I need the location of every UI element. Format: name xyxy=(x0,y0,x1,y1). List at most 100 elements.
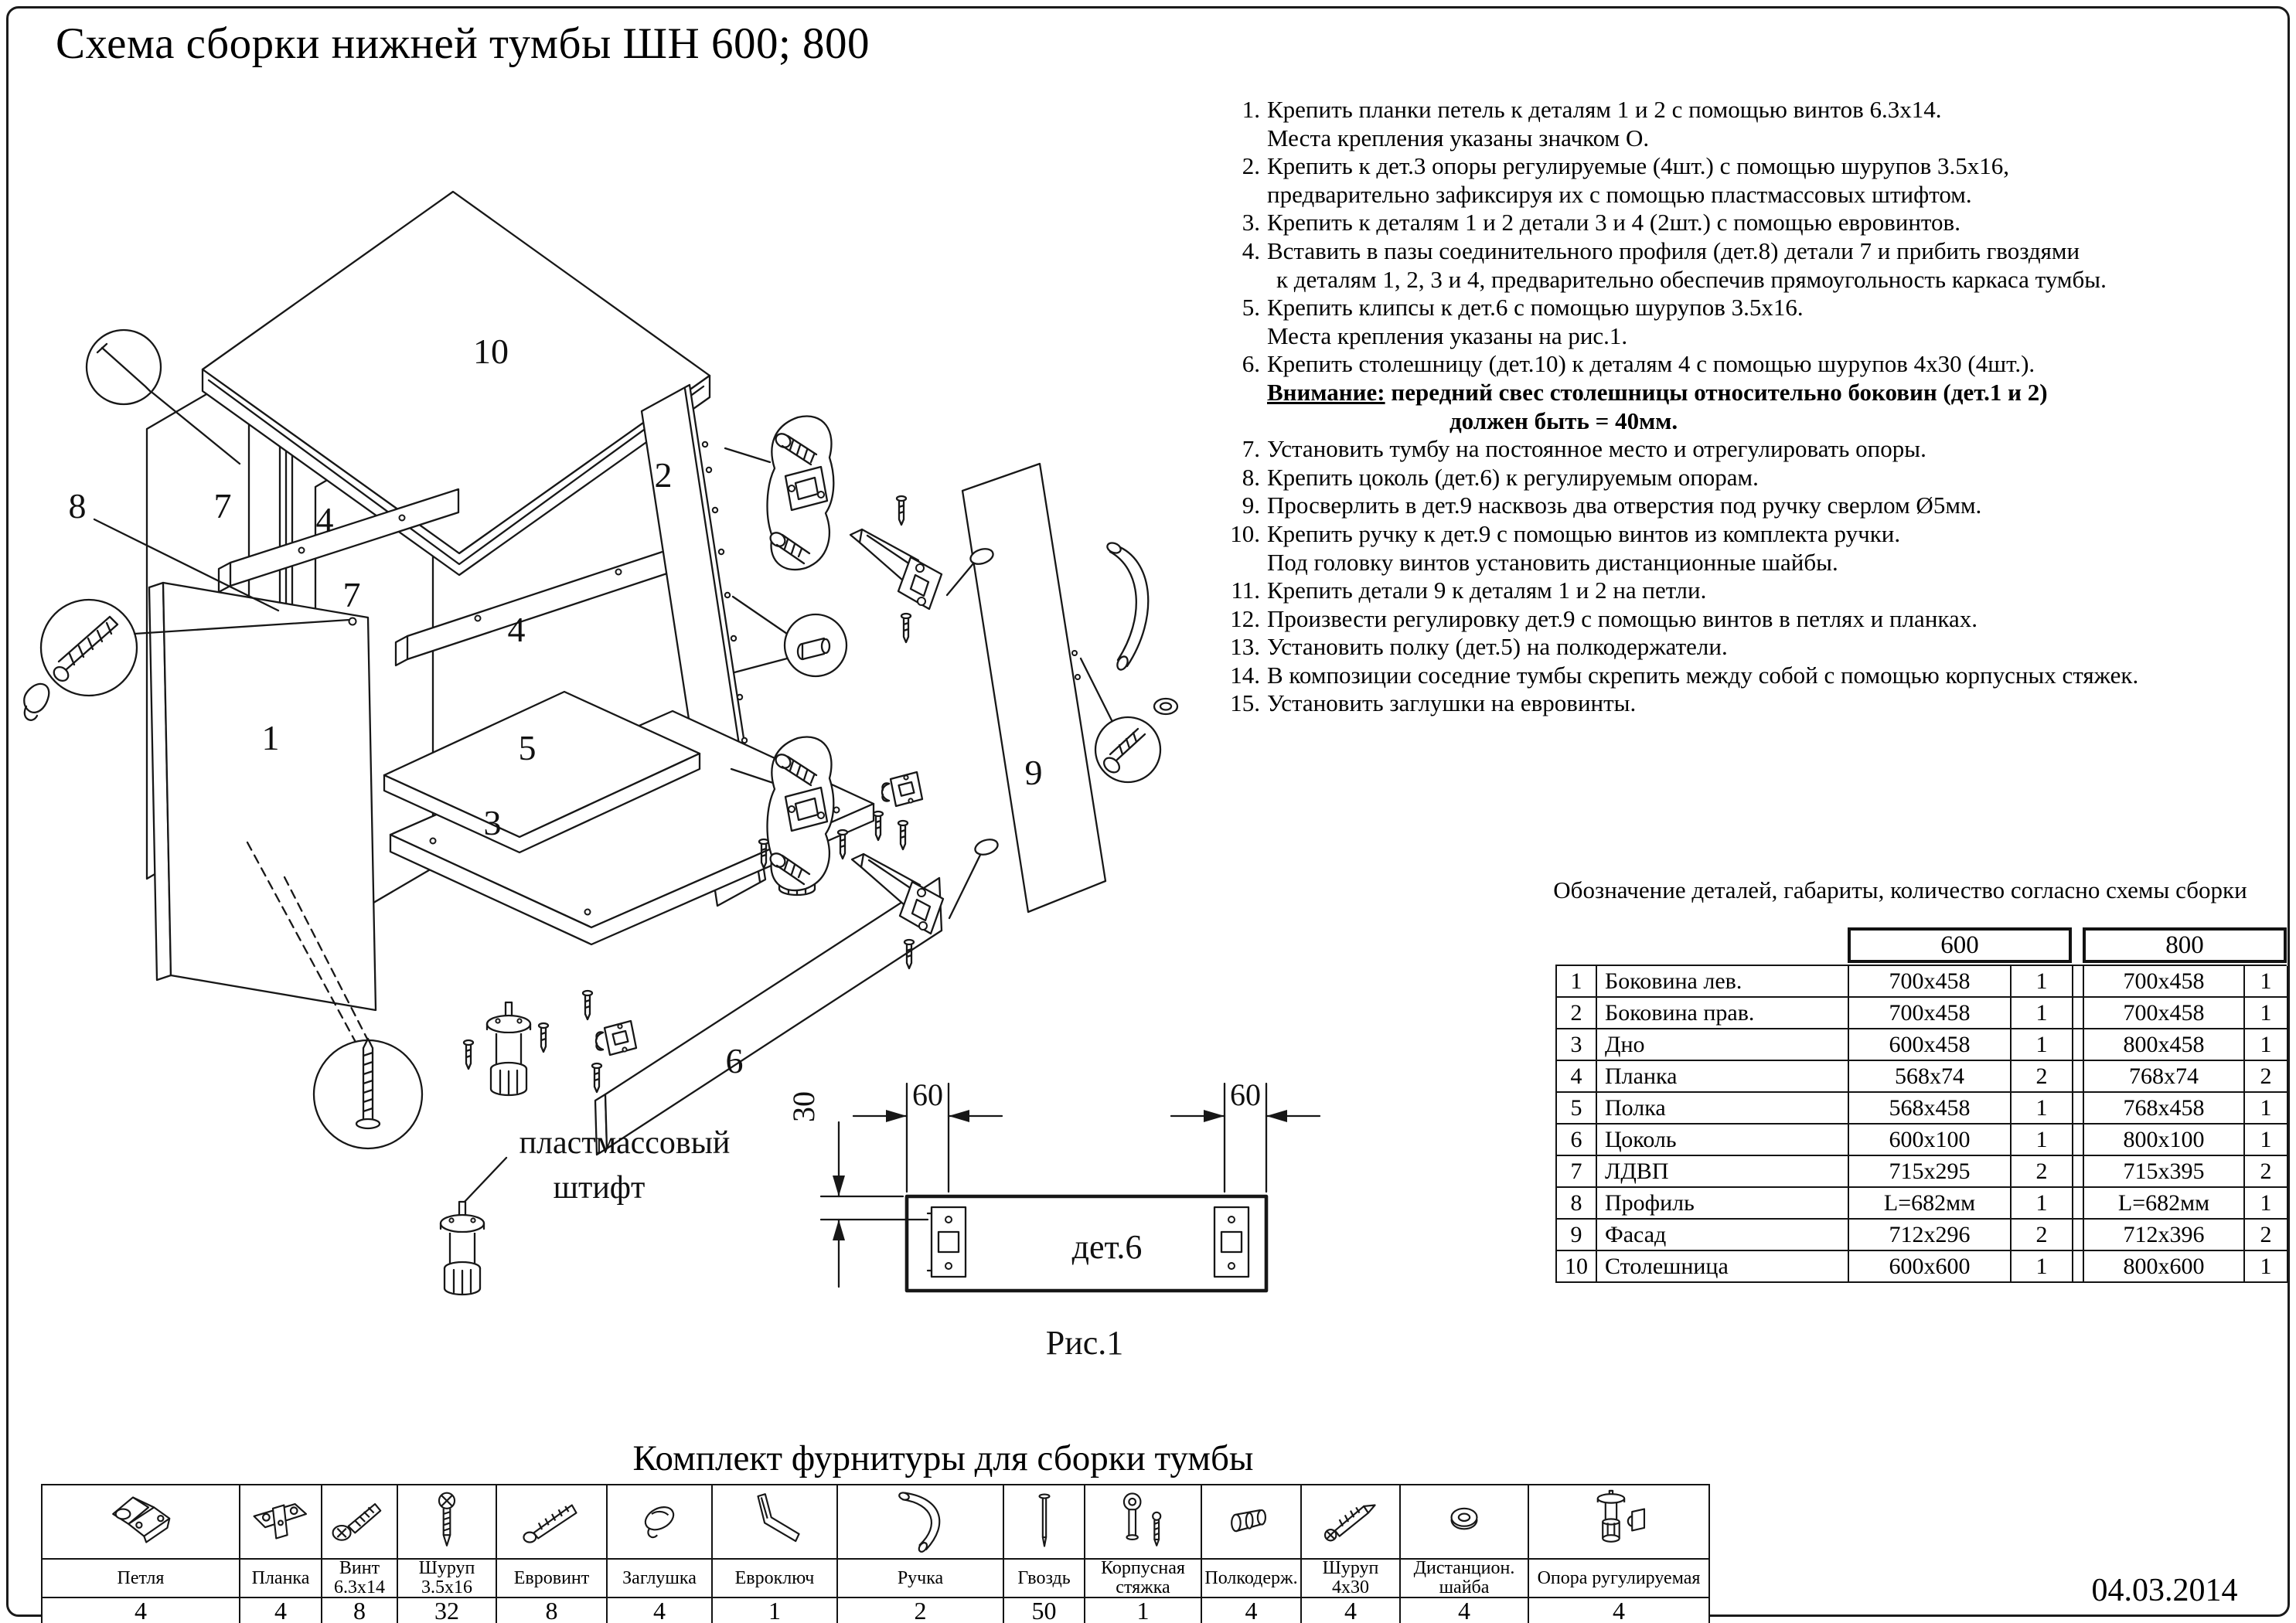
column-group-800: 800 xyxy=(2083,927,2287,963)
instruction-line: 5.Крепить клипсы к дет.6 с помощью шуруп… xyxy=(1215,294,2294,322)
part-qty-600: 1 xyxy=(2012,1093,2073,1125)
instruction-text: В композиции соседние тумбы скрепить меж… xyxy=(1267,661,2139,689)
instruction-text: Вставить в пазы соединительного профиля … xyxy=(1267,236,2080,264)
side-panel-1 xyxy=(148,581,377,1046)
part-size-600: 700x458 xyxy=(1849,998,2012,1029)
instruction-line: 12.Произвести регулировку дет.9 с помощь… xyxy=(1215,605,2294,634)
instruction-number xyxy=(1215,124,1260,153)
part-name: Столешница xyxy=(1597,1251,1849,1283)
instruction-text: Крепить к деталям 1 и 2 детали 3 и 4 (2ш… xyxy=(1267,209,1960,236)
svg-text:60: 60 xyxy=(1230,1077,1261,1112)
part-qty-800: 1 xyxy=(2245,1251,2288,1283)
column-gap xyxy=(2073,1125,2084,1156)
nail-callout xyxy=(85,328,241,465)
part-number: 3 xyxy=(1557,1029,1597,1061)
part-number: 2 xyxy=(1557,998,1597,1029)
part-name: Боковина лев. xyxy=(1597,966,1849,998)
hardware-item-image xyxy=(1202,1485,1302,1560)
hardware-item-image xyxy=(1401,1485,1529,1560)
instruction-line: 14.В композиции соседние тумбы скрепить … xyxy=(1215,662,2294,690)
column-group-600: 600 xyxy=(1848,927,2072,963)
top-panel-10 xyxy=(201,190,711,577)
instruction-line: Внимание: передний свес столешницы относ… xyxy=(1215,379,2294,407)
svg-text:30: 30 xyxy=(786,1091,821,1122)
nail-icon xyxy=(1011,1489,1078,1555)
part-number: 10 xyxy=(1557,1251,1597,1283)
hardware-item-name: Опора ругулируемая xyxy=(1529,1560,1710,1598)
column-gap xyxy=(2073,1061,2084,1093)
connector-bolt-icon xyxy=(1110,1489,1177,1555)
instruction-number: 9. xyxy=(1242,492,1260,519)
part-qty-600: 1 xyxy=(2012,1188,2073,1220)
shelf-pin-callout xyxy=(731,595,848,678)
instruction-line: 9.Просверлить в дет.9 насквозь два отвер… xyxy=(1215,492,2294,520)
svg-text:1: 1 xyxy=(262,718,280,757)
part-number: 1 xyxy=(1557,966,1597,998)
hardware-item-qty: 4 xyxy=(608,1597,713,1623)
hardware-item-image xyxy=(1529,1485,1710,1560)
handle-icon xyxy=(887,1489,954,1555)
part-name: Цоколь xyxy=(1597,1125,1849,1156)
svg-text:8: 8 xyxy=(69,486,87,526)
hardware-item-image xyxy=(398,1485,497,1560)
parts-table-header: 600 800 xyxy=(1555,927,2287,965)
instruction-line: 3.Крепить к деталям 1 и 2 детали 3 и 4 (… xyxy=(1215,209,2294,237)
column-gap xyxy=(2073,998,2084,1029)
part-qty-800: 1 xyxy=(2245,1093,2288,1125)
part-qty-800: 1 xyxy=(2245,1125,2288,1156)
instruction-number xyxy=(1215,549,1260,577)
column-gap xyxy=(2073,1220,2084,1251)
figure-1: дет.6 60 60 30 Рис.1 xyxy=(786,1077,1321,1362)
hardware-item-qty: 4 xyxy=(1401,1597,1529,1623)
shelf-5 xyxy=(383,690,701,854)
part-name: Планка xyxy=(1597,1061,1849,1093)
part-qty-600: 1 xyxy=(2012,1125,2073,1156)
svg-text:штифт: штифт xyxy=(554,1170,646,1206)
svg-text:9: 9 xyxy=(1025,753,1043,792)
cap-icon xyxy=(626,1489,693,1555)
column-gap xyxy=(2073,1029,2084,1061)
instruction-line: 1.Крепить планки петель к деталям 1 и 2 … xyxy=(1215,96,2294,124)
svg-text:10: 10 xyxy=(473,332,509,371)
plinth-clip-left xyxy=(926,1206,967,1278)
document-date: 04.03.2014 xyxy=(2091,1573,2238,1608)
hardware-item-qty: 4 xyxy=(1202,1597,1302,1623)
part-size-600: 568x74 xyxy=(1849,1061,2012,1093)
part-qty-800: 2 xyxy=(2245,1061,2288,1093)
hardware-item-name: Планка xyxy=(240,1560,322,1598)
instruction-text: к деталям 1, 2, 3 и 4, предварительно об… xyxy=(1276,265,2107,293)
rail-4-lower xyxy=(394,545,680,667)
instruction-line: 13.Установить полку (дет.5) на полкодерж… xyxy=(1215,633,2294,662)
instruction-number: 15. xyxy=(1230,689,1260,717)
hardware-item-name: Винт 6.3x14 xyxy=(322,1559,398,1598)
instruction-number: 10. xyxy=(1230,519,1260,547)
part-number: 7 xyxy=(1557,1156,1597,1188)
hardware-item-name: Дистанцион. шайба xyxy=(1401,1559,1529,1598)
instruction-line: 7.Установить тумбу на постоянное место и… xyxy=(1215,435,2294,464)
hinge-arms xyxy=(849,495,983,970)
hardware-item-qty: 1 xyxy=(713,1597,838,1623)
column-gap xyxy=(2073,1093,2084,1125)
instruction-number: 8. xyxy=(1242,463,1260,491)
part-qty-800: 1 xyxy=(2245,1188,2288,1220)
part-size-800: 768x74 xyxy=(2084,1061,2245,1093)
instruction-line: 15.Установить заглушки на евровинты. xyxy=(1215,689,2294,718)
hardware-item-image xyxy=(1085,1485,1202,1560)
svg-text:4: 4 xyxy=(316,500,334,539)
euro-screw-callout xyxy=(23,598,351,721)
column-gap xyxy=(2073,1251,2084,1283)
svg-text:7: 7 xyxy=(343,575,361,614)
instruction-line: 11.Крепить детали 9 к деталям 1 и 2 на п… xyxy=(1215,577,2294,605)
hardware-item-name: Полкодерж. xyxy=(1202,1560,1302,1598)
parts-table-title: Обозначение деталей, габариты, количеств… xyxy=(1553,876,2247,903)
part-size-600: 715x295 xyxy=(1849,1156,2012,1188)
instruction-number xyxy=(1215,379,1260,407)
hex-key-icon xyxy=(741,1489,808,1555)
instruction-line: 6.Крепить столешницу (дет.10) к деталям … xyxy=(1215,350,2294,379)
instruction-text: Крепить клипсы к дет.6 с помощью шурупов… xyxy=(1267,294,1804,322)
part-qty-800: 2 xyxy=(2245,1220,2288,1251)
instruction-text: Крепить цоколь (дет.6) к регулируемым оп… xyxy=(1267,463,1759,491)
part-size-800: 800x600 xyxy=(2084,1251,2245,1283)
shelf-pin-icon xyxy=(1218,1489,1285,1555)
part-qty-600: 2 xyxy=(2012,1220,2073,1251)
